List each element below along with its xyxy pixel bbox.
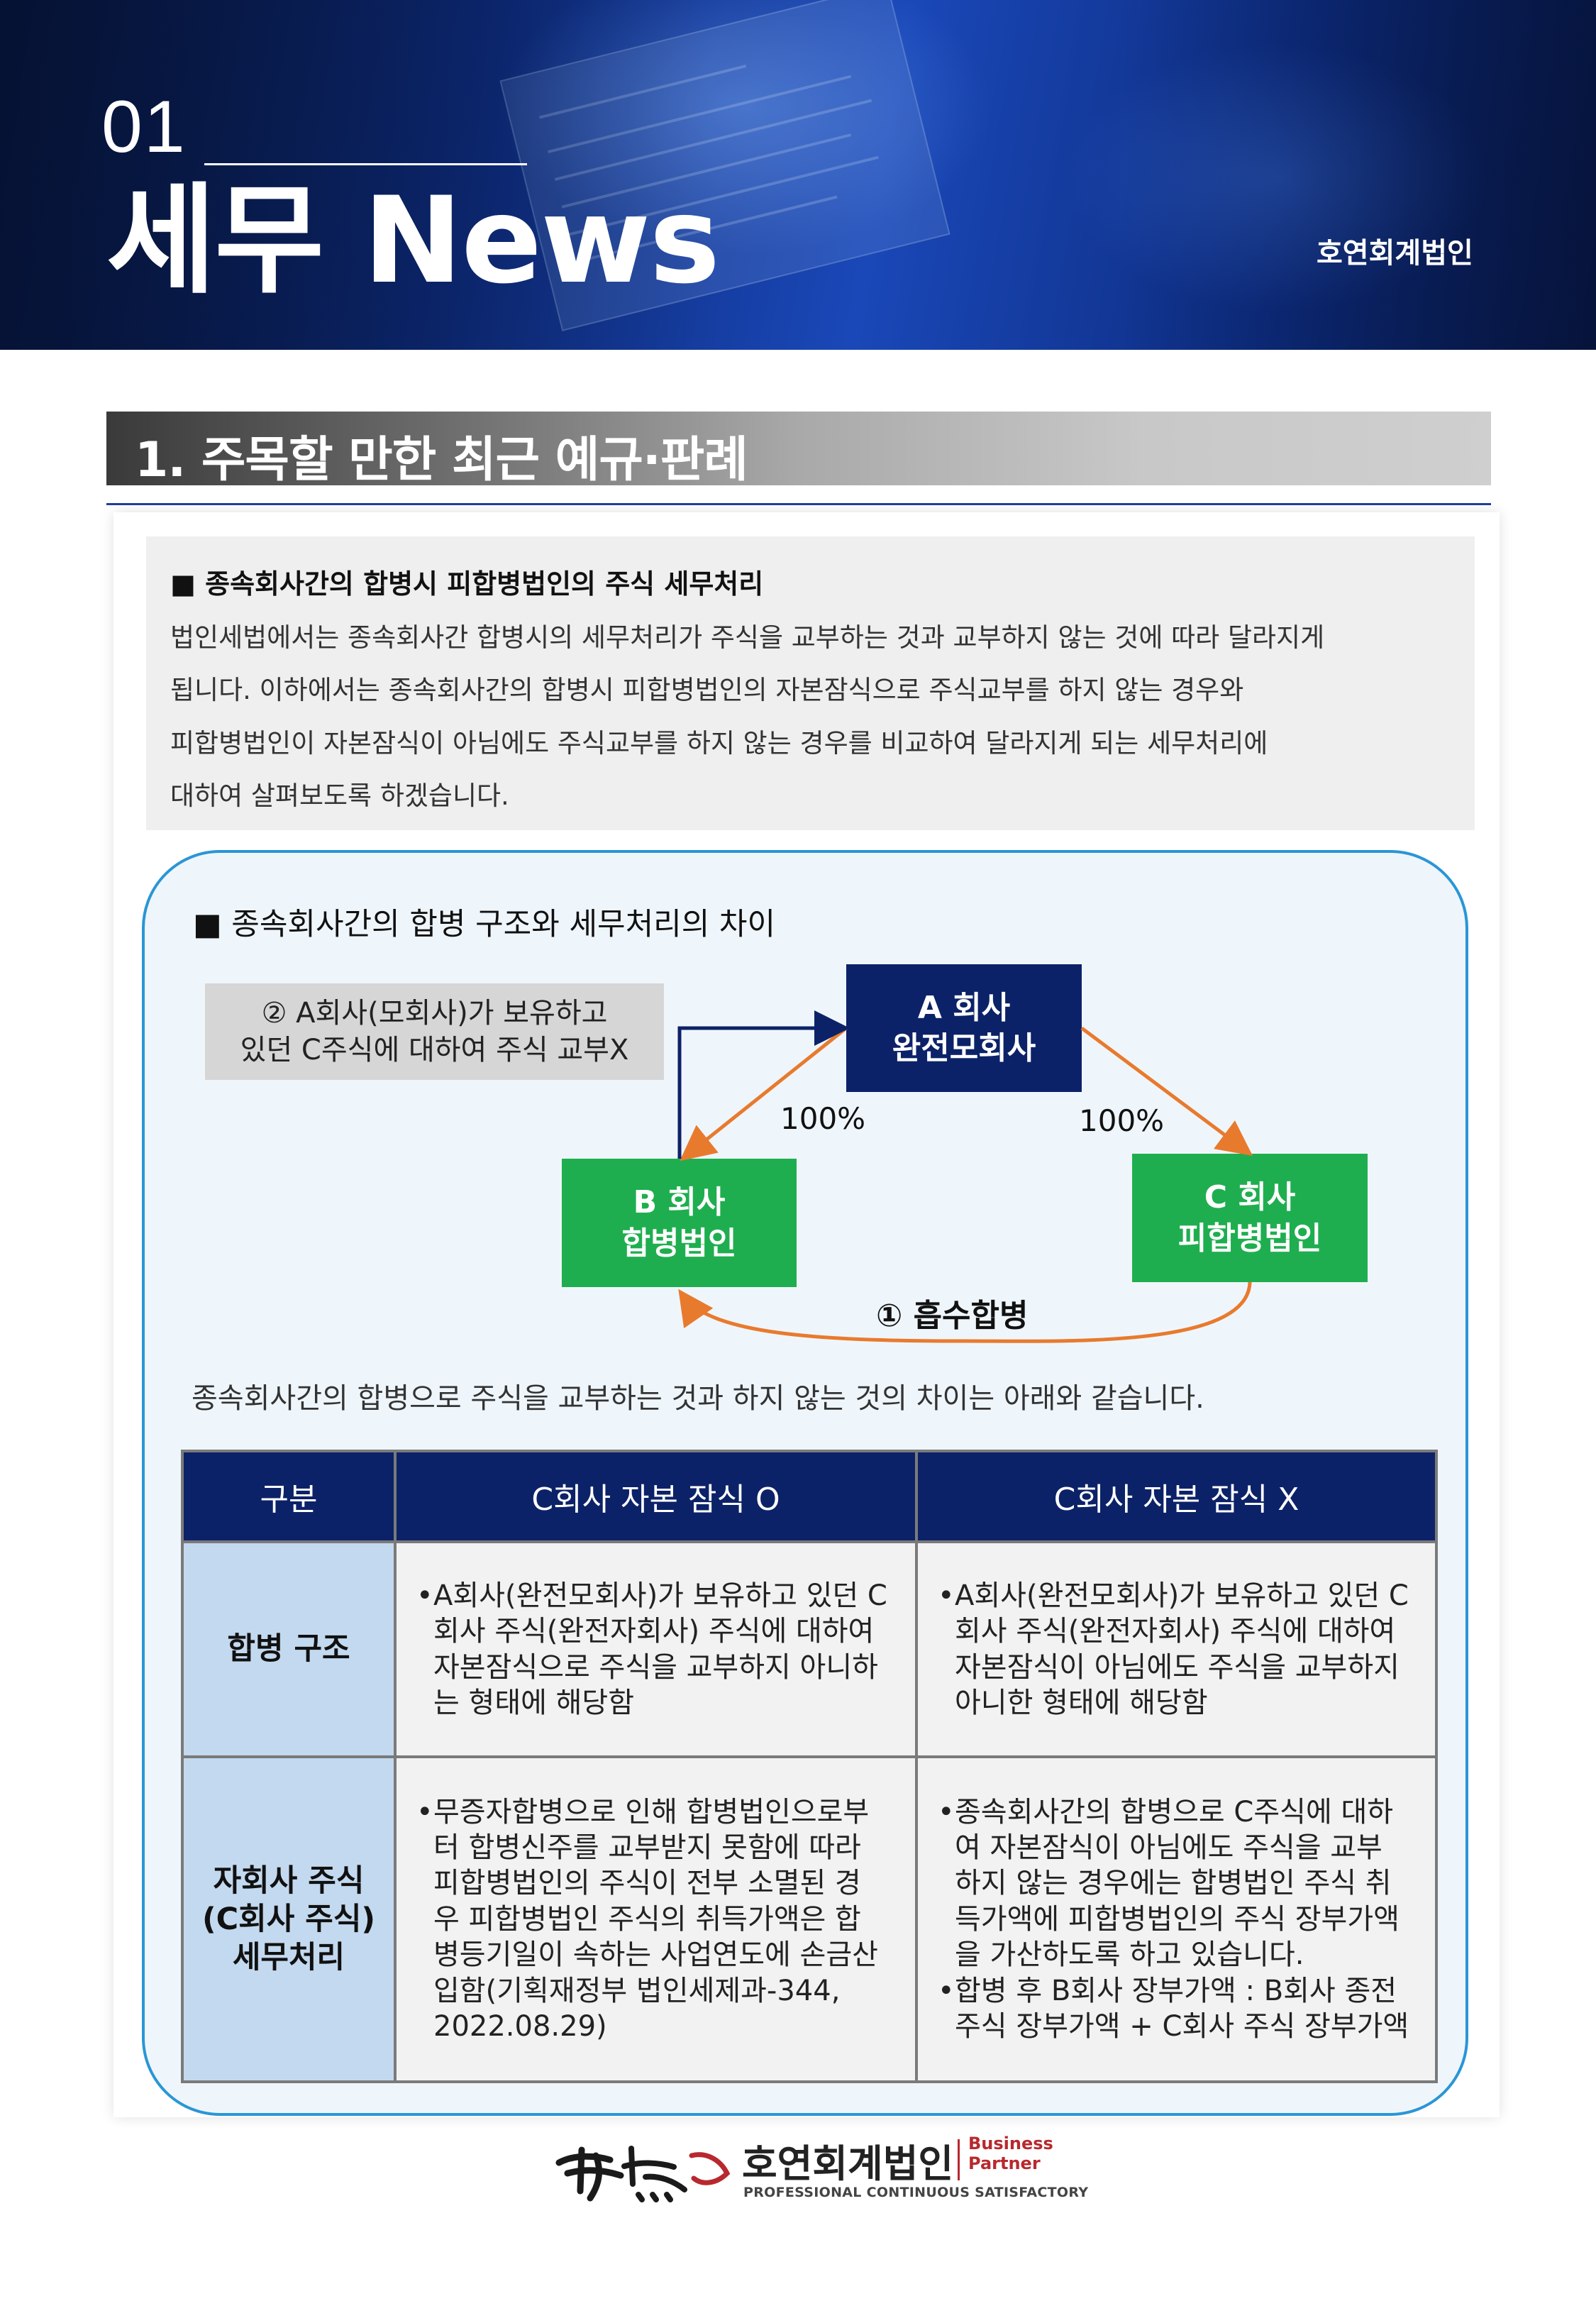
cell-line: 터 합병신주를 교부받지 못함에 따라 [433,1831,861,1865]
bullet-item: • 무증자합병으로 인해 합병법인으로부 터 합병신주를 교부받지 못함에 따라… [416,1794,894,2045]
cell-line: A회사(완전모회사)가 보유하고 있던 C [955,1579,1409,1612]
cell-line: 을 가산하도록 하고 있습니다. [955,1938,1304,1972]
cell-line: 병등기일이 속하는 사업연도에 손금산 [433,1938,878,1972]
company-a-role: 완전모회사 [892,1030,1036,1066]
cell-line: 종속회사간의 합병으로 C주식에 대하 [955,1795,1394,1828]
note-line: 있던 C주식에 대하여 주식 교부X [240,1034,629,1066]
bp-line: Business [968,2134,1053,2153]
cell-line: 자본잠식으로 주식을 교부하지 아니하 [433,1650,878,1684]
company-b-box: B 회사 합병법인 [562,1159,797,1287]
intro-line: 됩니다. 이하에서는 종속회사간의 합병시 피합병법인의 자본잠식으로 주식교부… [170,675,1244,705]
table-row: 합병 구조 • A회사(완전모회사)가 보유하고 있던 C 회사 주식(완전자회… [181,1540,1438,1758]
merger-label: ① 흡수합병 [876,1298,1029,1334]
issue-number: 01 [101,86,187,168]
bullet-item: • 합병 후 B회사 장부가액 : B회사 종전 주식 장부가액 + C회사 주… [938,1973,1414,2045]
bullet-item: • A회사(완전모회사)가 보유하고 있던 C 회사 주식(완전자회사) 주식에… [938,1578,1414,1721]
section-title-bar [106,412,1491,485]
company-b-role: 합병법인 [621,1225,737,1262]
company-a-name: A 회사 [917,989,1011,1026]
cell-line: 는 형태에 해당함 [433,1686,635,1719]
company-b-name: B 회사 [633,1184,726,1221]
ownership-pct-b: 100% [780,1101,866,1136]
company-a-box: A 회사 완전모회사 [846,964,1082,1092]
bullet-item: • A회사(완전모회사)가 보유하고 있던 C 회사 주식(완전자회사) 주식에… [416,1578,894,1721]
row-header: 합병 구조 [181,1540,397,1758]
cell-line: 2022.08.29) [433,2009,607,2043]
row-header: 자회사 주식 (C회사 주식) 세무처리 [181,1755,397,2083]
bullet-dot: • [416,1579,433,1612]
header-vignette [0,0,1596,350]
table-cell: • 무증자합병으로 인해 합병법인으로부 터 합병신주를 교부받지 못함에 따라… [394,1755,918,2083]
cell-line: 우 피합병법인 주식의 취득가액은 합 [433,1902,861,1936]
firm-logo-calligraphy [555,2146,731,2202]
footer-firm-name: 호연회계법인 [742,2141,954,2186]
header-banner [0,0,1596,350]
cell-line: 여 자본잠식이 아님에도 주식을 교부 [955,1831,1382,1865]
section-title: 1. 주목할 만한 최근 예규·판례 [135,432,748,488]
column-header: C회사 자본 잠식 X [915,1450,1438,1543]
bullet-dot: • [938,1974,955,2007]
intro-heading: ■ 종속회사간의 합병시 피합병법인의 주식 세무처리 [170,568,764,600]
cell-line: 무증자합병으로 인해 합병법인으로부 [433,1795,870,1828]
intro-line: 법인세법에서는 종속회사간 합병시의 세무처리가 주식을 교부하는 것과 교부하… [170,622,1325,653]
cell-line: 자본잠식이 아님에도 주식을 교부하지 [955,1650,1400,1684]
column-header: C회사 자본 잠식 O [394,1450,918,1543]
diagram-heading: ■ 종속회사간의 합병 구조와 세무처리의 차이 [193,907,776,942]
table-cell: • A회사(완전모회사)가 보유하고 있던 C 회사 주식(완전자회사) 주식에… [915,1540,1438,1758]
note-box: ② A회사(모회사)가 보유하고 있던 C주식에 대하여 주식 교부X [205,983,664,1080]
page-title: 세무 News [106,171,720,310]
intro-box [146,536,1475,830]
ownership-pct-c: 100% [1079,1103,1165,1138]
cell-line: 입함(기획재정부 법인세제과-344, [433,1974,841,2007]
footer-separator [958,2139,960,2180]
footer-tagline: PROFESSIONAL CONTINUOUS SATISFACTORY [743,2185,1089,2200]
company-c-name: C 회사 [1204,1179,1296,1216]
column-header: 구분 [181,1450,397,1543]
bullet-dot: • [938,1579,955,1612]
intro-line: 대하여 살펴보도록 하겠습니다. [170,780,509,811]
cell-line: A회사(완전모회사)가 보유하고 있던 C [433,1579,887,1612]
row-header-line: 합병 구조 [227,1631,350,1667]
table-cell: • 종속회사간의 합병으로 C주식에 대하 여 자본잠식이 아님에도 주식을 교… [915,1755,1438,2083]
cell-line: 득가액에 피합병법인의 주식 장부가액 [955,1902,1400,1936]
cell-line: 아니한 형태에 해당함 [955,1686,1208,1719]
summary-text: 종속회사간의 합병으로 주식을 교부하는 것과 하지 않는 것의 차이는 아래와… [192,1382,1204,1415]
footer-business-partner: Business Partner [968,2134,1053,2173]
cell-line: 합병 후 B회사 장부가액 : B회사 종전 [955,1974,1397,2007]
intro-line: 피합병법인이 자본잠식이 아님에도 주식교부를 하지 않는 경우를 비교하여 달… [170,728,1268,758]
note-line: ② A회사(모회사)가 보유하고 [261,997,608,1030]
row-header-line: (C회사 주식) [201,1901,376,1937]
row-header-line: 자회사 주식 [213,1863,365,1899]
row-header-line: 세무처리 [232,1940,345,1976]
bullet-dot: • [416,1795,433,1828]
header-firm-name: 호연회계법인 [1317,237,1473,270]
bullet-item: • 종속회사간의 합병으로 C주식에 대하 여 자본잠식이 아님에도 주식을 교… [938,1794,1414,1973]
table-header-row: 구분 C회사 자본 잠식 O C회사 자본 잠식 X [181,1450,1438,1543]
cell-line: 회사 주식(완전자회사) 주식에 대하여 [955,1615,1396,1648]
bullet-dot: • [938,1795,955,1828]
company-c-box: C 회사 피합병법인 [1132,1154,1368,1282]
bp-line: Partner [968,2153,1041,2173]
cell-line: 피합병법인의 주식이 전부 소멸된 경 [433,1867,861,1900]
table-row: 자회사 주식 (C회사 주식) 세무처리 • 무증자합병으로 인해 합병법인으로… [181,1755,1438,2083]
table-cell: • A회사(완전모회사)가 보유하고 있던 C 회사 주식(완전자회사) 주식에… [394,1540,918,1758]
comparison-table: 구분 C회사 자본 잠식 O C회사 자본 잠식 X 합병 구조 • A회사(완… [181,1450,1438,2083]
cell-line: 회사 주식(완전자회사) 주식에 대하여 [433,1615,875,1648]
section-rule [106,503,1491,505]
issue-rule [204,163,527,165]
company-c-role: 피합병법인 [1177,1220,1322,1257]
cell-line: 주식 장부가액 + C회사 주식 장부가액 [955,2009,1409,2043]
cell-line: 하지 않는 경우에는 합병법인 주식 취 [955,1867,1392,1900]
